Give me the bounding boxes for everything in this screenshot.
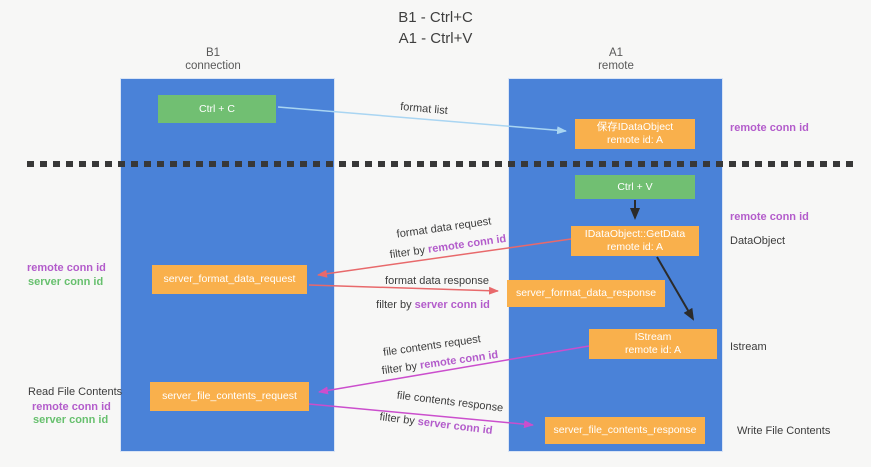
node-save-idataobject: 保存IDataObject remote id: A: [575, 119, 695, 149]
remote-conn-id-text: remote conn id: [419, 348, 499, 372]
node-server-file-contents-request: server_file_contents_request: [150, 382, 309, 411]
right-label-remote-conn-id-2: remote conn id: [730, 211, 809, 223]
right-label-write-file-contents: Write File Contents: [737, 425, 831, 437]
node-istream: IStream remote id: A: [589, 329, 717, 359]
node-save-idataobject-line2: remote id: A: [606, 134, 664, 146]
label-format-list: format list: [399, 100, 449, 118]
right-label-istream: Istream: [730, 341, 767, 353]
filter-by-text: filter by: [381, 360, 418, 378]
node-server-format-data-response-label: server_format_data_response: [515, 287, 657, 299]
node-server-format-data-request-label: server_format_data_request: [163, 273, 296, 285]
left-column-title: B1: [205, 47, 221, 59]
node-save-idataobject-line1: 保存IDataObject: [596, 121, 674, 133]
label-file-contents-response: file contents response: [396, 389, 504, 415]
node-server-file-contents-response: server_file_contents_response: [545, 417, 705, 444]
node-ctrl-v: Ctrl + V: [575, 175, 695, 199]
right-label-dataobject: DataObject: [730, 235, 786, 247]
title-line-2: A1 - Ctrl+V: [398, 30, 473, 47]
diagram-title: B1 - Ctrl+C A1 - Ctrl+V: [0, 7, 871, 49]
node-server-file-contents-request-label: server_file_contents_request: [162, 390, 297, 402]
left-column-subtitle: connection: [185, 60, 241, 72]
phase-separator-dashed-line: [27, 161, 853, 167]
filter-by-text: filter by: [378, 411, 416, 428]
left-label-remote-conn-id-1: remote conn id: [27, 262, 106, 274]
right-column-subtitle: remote: [598, 60, 634, 72]
node-server-format-data-response: server_format_data_response: [507, 280, 665, 307]
left-label-server-conn-id-1: server conn id: [28, 276, 104, 288]
right-label-remote-conn-id-1: remote conn id: [730, 122, 809, 134]
node-idataobject-getdata-line1: IDataObject::GetData: [584, 228, 686, 240]
node-idataobject-getdata-line2: remote id: A: [606, 241, 664, 253]
node-server-format-data-request: server_format_data_request: [152, 265, 307, 294]
filter-by-text: filter by: [376, 299, 412, 311]
label-filter-by-server-conn-id-format: filter by server conn id: [376, 299, 490, 311]
server-conn-id-text: server conn id: [414, 299, 490, 311]
left-label-read-file-contents: Read File Contents: [28, 386, 123, 398]
remote-conn-id-text: remote conn id: [427, 232, 507, 256]
node-istream-line1: IStream: [634, 331, 672, 343]
node-istream-line2: remote id: A: [624, 344, 682, 356]
node-idataobject-getdata: IDataObject::GetData remote id: A: [571, 226, 699, 256]
node-ctrl-c: Ctrl + C: [158, 95, 276, 123]
node-server-file-contents-response-label: server_file_contents_response: [553, 424, 697, 436]
left-label-server-conn-id-2: server conn id: [33, 414, 109, 426]
right-column-header: A1 remote: [556, 47, 676, 73]
left-column-header: B1 connection: [153, 47, 273, 73]
label-format-data-response: format data response: [385, 275, 489, 287]
node-ctrl-v-label: Ctrl + V: [617, 180, 653, 193]
filter-by-text: filter by: [389, 244, 426, 262]
label-filter-by-server-conn-id-file: filter by server conn id: [379, 411, 493, 437]
title-line-1: B1 - Ctrl+C: [398, 9, 473, 26]
node-ctrl-c-label: Ctrl + C: [199, 102, 235, 115]
left-label-remote-conn-id-2: remote conn id: [32, 401, 111, 413]
server-conn-id-text: server conn id: [417, 415, 494, 437]
right-column-title: A1: [608, 47, 624, 59]
